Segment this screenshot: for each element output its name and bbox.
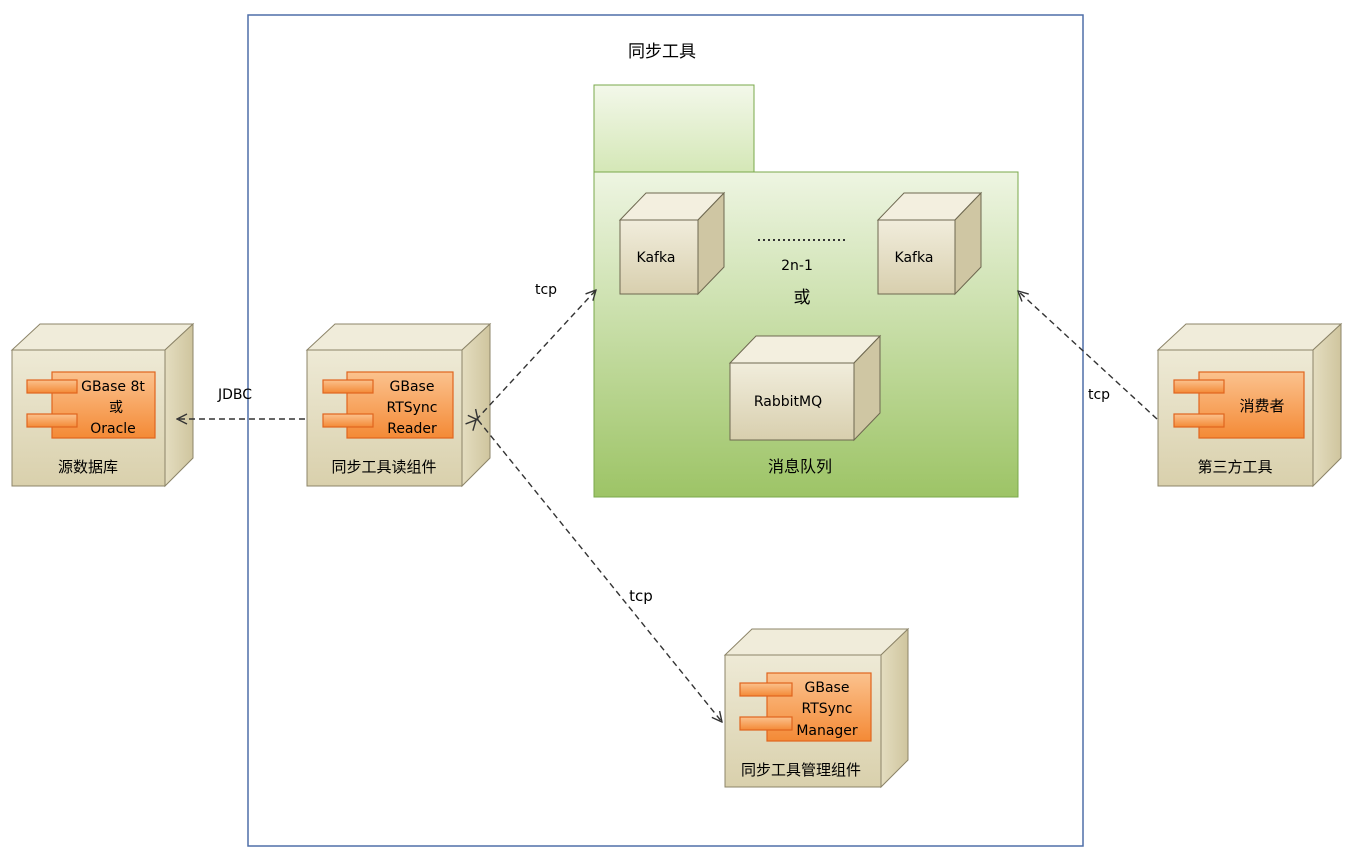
rabbitmq-label: RabbitMQ — [754, 394, 822, 410]
source-db-component: GBase 8t 或 Oracle — [26, 371, 156, 439]
manager-node: GBase RTSync Manager 同步工具管理组件 — [723, 627, 910, 789]
reader-queue-connector — [476, 290, 596, 420]
consumer-component: 消费者 — [1173, 371, 1305, 439]
reader-label: 同步工具读组件 — [331, 458, 436, 476]
consumer-label: 消费者 — [1239, 397, 1284, 415]
kafka-left-cube: Kafka — [618, 191, 726, 296]
message-queue-package: Kafka Kafka 2n-1 或 RabbitMQ 消息队列 — [593, 84, 1019, 498]
reader-component-line-3: Reader — [387, 421, 437, 437]
kafka-count-label: 2n-1 — [781, 258, 813, 274]
manager-component-line-1: GBase — [805, 680, 850, 696]
container-title: 同步工具 — [628, 42, 696, 62]
kafka-right-cube: Kafka — [876, 191, 983, 296]
rabbitmq-cube: RabbitMQ — [728, 334, 882, 442]
tcp-reader-manager-label: tcp — [629, 587, 653, 605]
source-db-component-line-1: GBase 8t — [81, 379, 145, 395]
source-db-component-line-3: Oracle — [90, 421, 136, 437]
source-db-label: 源数据库 — [58, 458, 118, 476]
consumer-queue-connector — [1018, 291, 1158, 420]
reader-manager-connector — [478, 420, 722, 722]
third-party-label: 第三方工具 — [1197, 458, 1272, 476]
third-party-node: 消费者 第三方工具 — [1156, 322, 1343, 488]
kafka-left-label: Kafka — [637, 250, 676, 266]
manager-label: 同步工具管理组件 — [741, 761, 861, 779]
manager-component-line-2: RTSync — [801, 701, 852, 717]
manager-component-line-3: Manager — [796, 723, 858, 739]
manager-component: GBase RTSync Manager — [739, 672, 872, 742]
tcp-consumer-queue-label: tcp — [1088, 387, 1110, 403]
queue-label: 消息队列 — [768, 457, 832, 476]
reader-component: GBase RTSync Reader — [322, 371, 454, 439]
reader-node: GBase RTSync Reader 同步工具读组件 — [305, 322, 492, 488]
kafka-right-label: Kafka — [895, 250, 934, 266]
tcp-reader-queue-label: tcp — [535, 282, 557, 298]
reader-component-line-1: GBase — [390, 379, 435, 395]
queue-or-label: 或 — [794, 288, 811, 308]
reader-component-line-2: RTSync — [386, 400, 437, 416]
source-db-component-line-2: 或 — [109, 400, 123, 416]
sync-tool-container — [247, 14, 1084, 847]
jdbc-label: JDBC — [217, 387, 252, 403]
source-db-node: GBase 8t 或 Oracle 源数据库 — [10, 322, 195, 488]
